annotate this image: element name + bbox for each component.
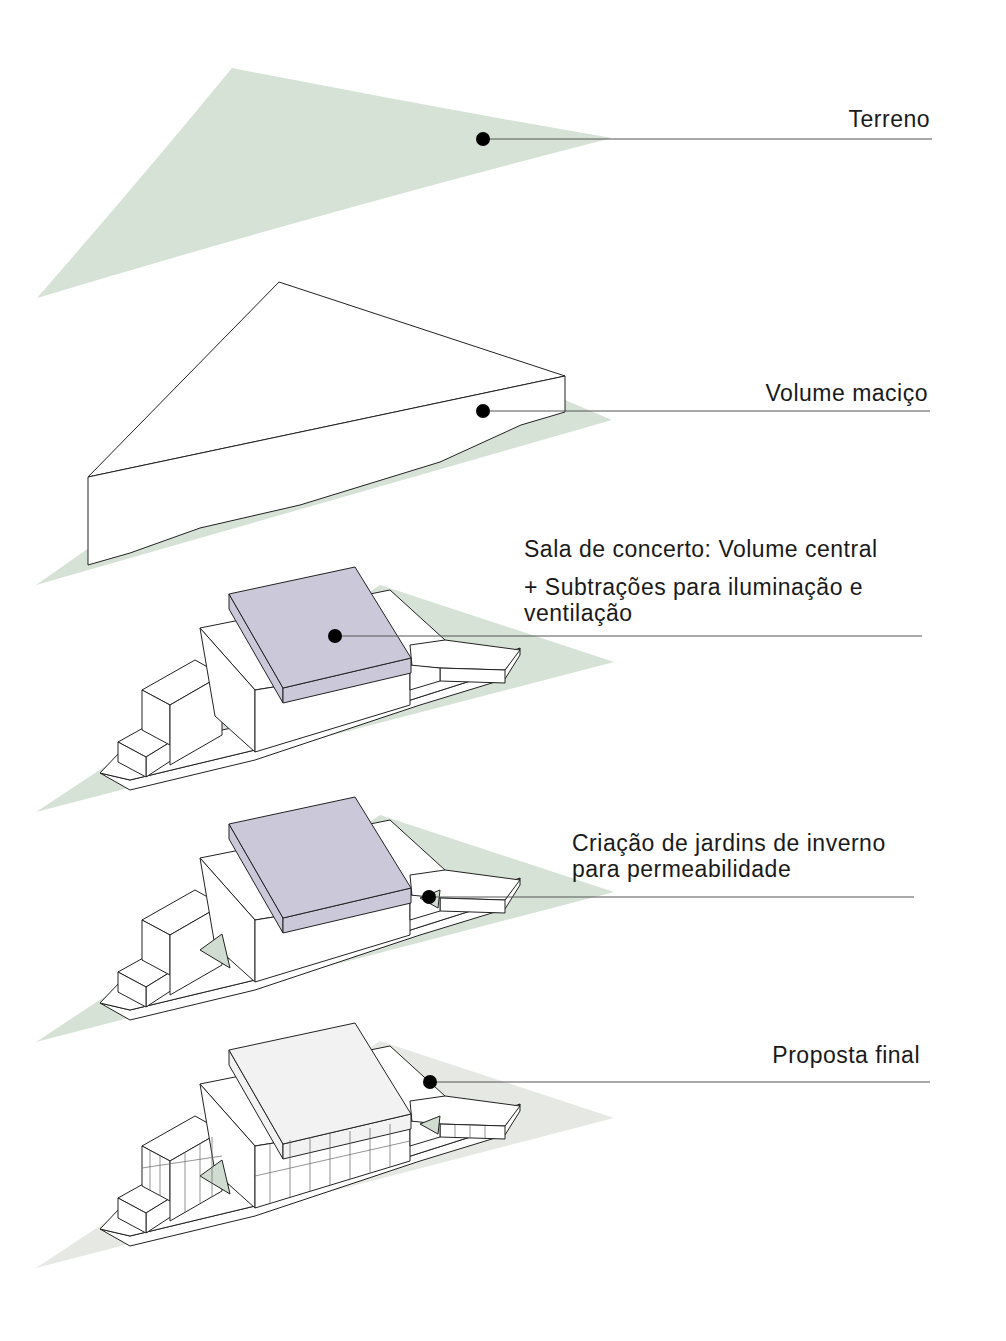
stage-label: Proposta final — [620, 1042, 920, 1068]
stage-label: + Subtrações para iluminação e ventilaçã… — [524, 574, 916, 626]
stage-label: Terreno — [640, 106, 930, 132]
stage-label: Volume maciço — [620, 380, 928, 406]
stage-label: Criação de jardins de inverno para perme… — [572, 830, 940, 882]
stage-label: Sala de concerto: Volume central — [524, 536, 924, 562]
